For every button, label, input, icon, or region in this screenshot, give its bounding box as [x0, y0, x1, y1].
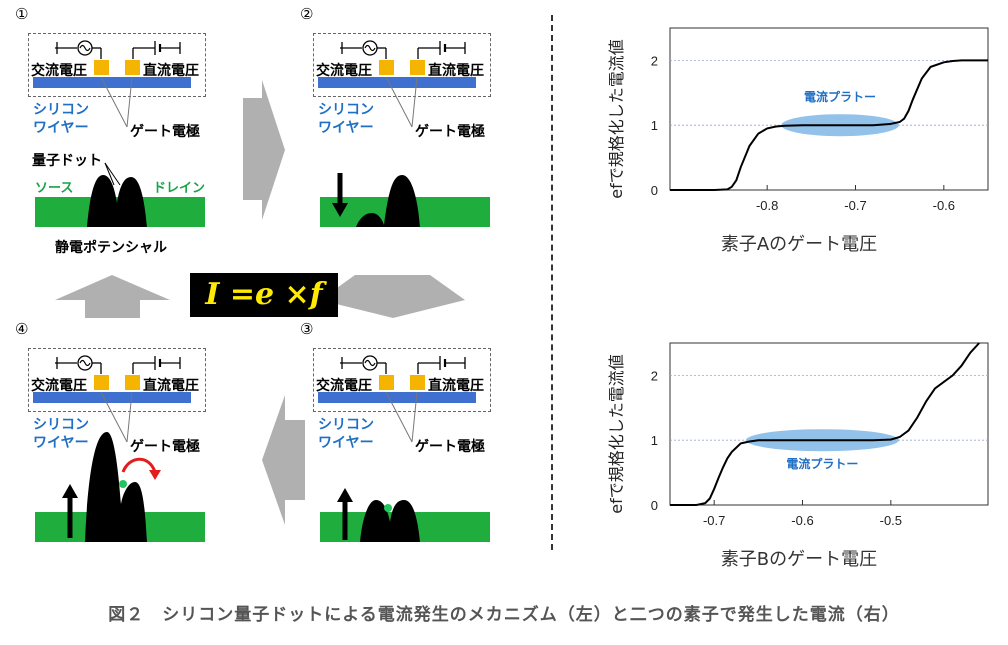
silicon-wire-label-line1: シリコン [33, 102, 89, 118]
electron-icon [384, 504, 392, 512]
figure-caption: 図２ シリコン量子ドットによる電流発生のメカニズム（左）と二つの素子で発生した電… [108, 605, 900, 625]
gate-pointer-lines [100, 391, 133, 443]
gate-electrode-right [410, 60, 425, 75]
drain-label: ドレイン [153, 181, 206, 196]
gate-electrode-right [125, 375, 140, 390]
silicon-wire-label-line2: ワイヤー [318, 435, 374, 451]
silicon-wire [33, 77, 191, 88]
arrow-right [243, 80, 285, 220]
potential-diagram [35, 432, 205, 542]
silicon-wire-label-line2: ワイヤー [33, 435, 89, 451]
potential-label: 静電ポテンシャル [55, 240, 167, 256]
y-tick-label: 0 [651, 183, 658, 198]
quantum-dot-barriers [356, 175, 420, 227]
quantum-dot-barriers [87, 175, 147, 227]
x-tick-label: -0.7 [703, 513, 725, 528]
device-schematic-box [313, 33, 491, 97]
arrow-left [262, 395, 305, 525]
chart-device-a: 0 1 2 -0.8 -0.7 -0.6 電流プラトー efで規格化した電流値素子Aのゲート電… [607, 27, 989, 255]
x-tick-label: -0.6 [933, 198, 955, 213]
source-label: ソース [35, 181, 74, 196]
current-curve [670, 342, 980, 506]
current-curve [670, 59, 988, 191]
dc-voltage-label: 直流電圧 [143, 378, 199, 394]
quantum-dot-label: 量子ドット [32, 153, 102, 169]
gate-pointer-lines [100, 76, 133, 128]
section-divider [551, 15, 553, 550]
x-axis-label: 素子Aのゲート電圧 [721, 234, 877, 255]
silicon-wire-label-line1: シリコン [318, 417, 374, 433]
gate-electrode-label: ゲート電極 [130, 124, 200, 140]
gate-electrode-label: ゲート電極 [130, 439, 200, 455]
x-axis-label: 素子Bのゲート電圧 [721, 549, 877, 570]
mechanism-panel-3: ③ 交流電圧 直流電圧シリコンワイヤー ゲート電極 [300, 320, 570, 555]
dc-voltage-label: 直流電圧 [428, 63, 484, 79]
step-number: ③ [300, 320, 314, 338]
silicon-wire-label-line2: ワイヤー [33, 120, 89, 136]
plateau-label: 電流プラトー [804, 89, 876, 104]
silicon-wire-label-line1: シリコン [33, 417, 89, 433]
process-arrows [55, 80, 465, 525]
plot-frame [669, 342, 989, 506]
potential-diagram [320, 488, 490, 542]
device-schematic-box [28, 33, 206, 97]
quantum-dot-barriers [85, 432, 147, 542]
ac-voltage-label: 交流電圧 [316, 63, 372, 79]
x-tick-label: -0.5 [880, 513, 902, 528]
chart-device-b: 0 1 2 -0.7 -0.6 -0.5 電流プラトー efで規格化した電流値素子Bのゲート電… [607, 342, 989, 570]
hop-arrow-icon [121, 457, 157, 473]
dc-voltage-label: 直流電圧 [428, 378, 484, 394]
gate-electrode-left [94, 375, 109, 390]
silicon-wire [318, 392, 476, 403]
gate-pointer-lines [385, 76, 418, 128]
x-tick-label: -0.6 [791, 513, 813, 528]
silicon-wire [318, 77, 476, 88]
circuit-symbols [340, 40, 466, 59]
x-tick-label: -0.8 [756, 198, 778, 213]
y-tick-label: 1 [651, 433, 658, 448]
quantum-dot-barriers [360, 500, 420, 542]
x-tick-label: -0.7 [844, 198, 866, 213]
circuit-symbols [55, 355, 181, 374]
step-number: ② [300, 5, 314, 23]
ac-voltage-label: 交流電圧 [31, 378, 87, 394]
gate-pointer-lines [385, 391, 418, 443]
gate-electrode-left [94, 60, 109, 75]
arrow-down [320, 275, 465, 318]
ac-voltage-label: 交流電圧 [31, 63, 87, 79]
gate-electrode-right [410, 375, 425, 390]
arrow-up [55, 275, 170, 318]
mechanism-panel-1: ① 交流電圧 直流電圧シリコンワイヤー ゲート電極 [15, 5, 285, 256]
potential-diagram [35, 162, 205, 227]
device-schematic-box [28, 348, 206, 412]
potential-diagram [320, 173, 490, 227]
electron-icon [119, 480, 127, 488]
y-tick-label: 2 [651, 53, 658, 68]
step-number: ④ [15, 320, 29, 338]
plot-frame [669, 27, 989, 191]
formula-box: I =e ×f [190, 273, 338, 317]
gate-electrode-label: ゲート電極 [415, 124, 485, 140]
silicon-wire-label-line2: ワイヤー [318, 120, 374, 136]
mechanism-panel-4: ④ 交流電圧 直流電圧シリコンワイヤー ゲート電極 [15, 320, 285, 555]
plateau-label: 電流プラトー [786, 456, 858, 471]
gate-electrode-label: ゲート電極 [415, 439, 485, 455]
circuit-symbols [55, 40, 181, 59]
silicon-wire-label-line1: シリコン [318, 102, 374, 118]
gate-electrode-left [379, 60, 394, 75]
gate-electrode-right [125, 60, 140, 75]
y-tick-label: 1 [651, 118, 658, 133]
y-axis-label: efで規格化した電流値 [607, 354, 626, 513]
gate-electrode-left [379, 375, 394, 390]
silicon-wire [33, 392, 191, 403]
y-axis-label: efで規格化した電流値 [607, 39, 626, 198]
step-number: ① [15, 5, 29, 23]
mechanism-panel-2: ② 交流電圧 直流電圧シリコンワイヤー ゲート電極 [300, 5, 570, 240]
circuit-symbols [340, 355, 466, 374]
y-tick-label: 0 [651, 498, 658, 513]
y-tick-label: 2 [651, 368, 658, 383]
device-schematic-box [313, 348, 491, 412]
ac-voltage-label: 交流電圧 [316, 378, 372, 394]
dc-voltage-label: 直流電圧 [143, 63, 199, 79]
